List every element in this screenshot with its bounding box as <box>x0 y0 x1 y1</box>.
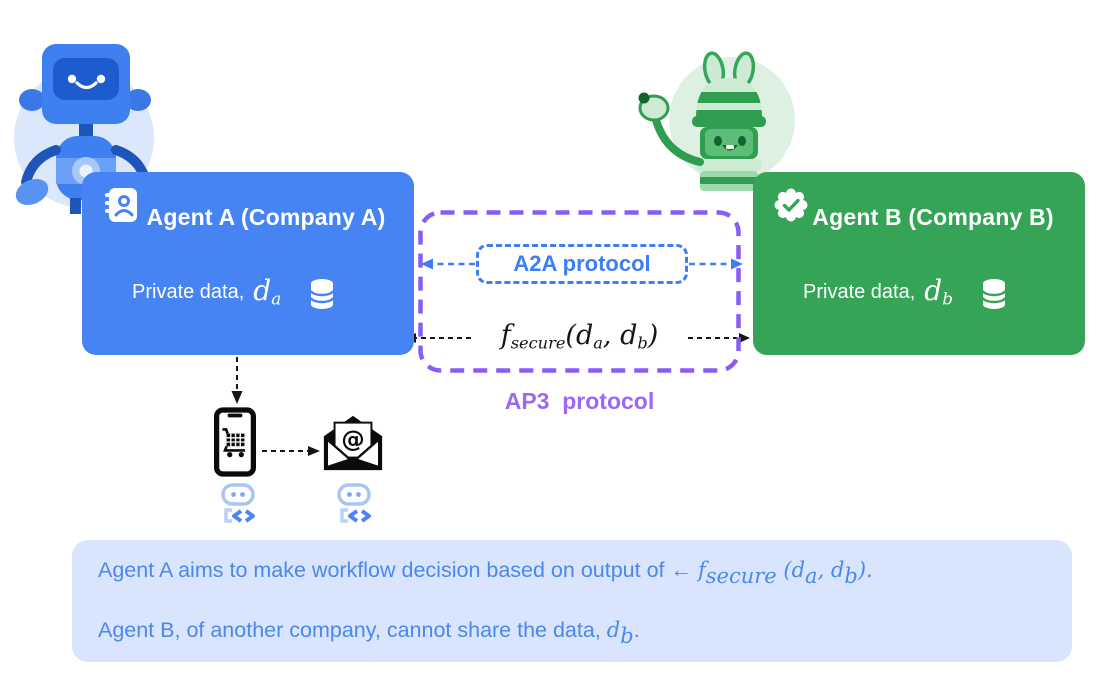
caption-line-1: Agent A aims to make workflow decision b… <box>98 558 873 588</box>
email-envelope-icon: @ <box>323 415 383 471</box>
database-icon <box>310 279 335 309</box>
a2a-protocol-label: A2A protocol <box>513 251 651 276</box>
caption-box: Agent A aims to make workflow decision b… <box>72 540 1072 662</box>
agent-b-private-data: Private data, db <box>803 274 1009 310</box>
smartphone-cart-icon <box>214 407 256 477</box>
ap3-protocol-label: AP3 protocol <box>504 388 655 414</box>
database-icon <box>981 279 1007 309</box>
chatbot-icon <box>337 483 371 523</box>
agent-a-title: Agent A (Company A) <box>146 204 386 230</box>
svg-text:@: @ <box>341 426 364 453</box>
private-data-variable: da <box>253 273 282 309</box>
agent-a-robot-mascot-icon <box>14 44 157 214</box>
agent-a-private-data: Private data, da <box>132 274 337 310</box>
contact-book-icon <box>105 188 137 222</box>
private-data-label: Private data, <box>803 280 916 303</box>
verified-badge-icon <box>774 188 808 222</box>
agent-b-card: Agent B (Company B) Private data, db <box>753 172 1085 355</box>
caption-line-2: Agent B, of another company, cannot shar… <box>98 618 640 648</box>
private-data-variable: db <box>924 273 953 309</box>
agent-b-title: Agent B (Company B) <box>812 204 1054 230</box>
fsecure-arrow-right-icon <box>688 333 750 343</box>
ap3-protocol-box <box>418 210 741 373</box>
a2a-protocol-box: A2A protocol <box>476 244 688 284</box>
chatbot-icon <box>221 483 255 523</box>
agent-b-rabbit-mascot-icon <box>638 51 795 191</box>
agent-a-card: Agent A (Company A) Private data, da <box>82 172 414 355</box>
arrow-right-dashed-icon <box>262 446 320 456</box>
secure-function-formula: fsecure(da, db) <box>500 320 659 353</box>
private-data-label: Private data, <box>132 280 245 303</box>
a2a-arrow-left-icon <box>421 258 475 270</box>
arrow-down-dashed-icon <box>231 357 243 404</box>
a2a-arrow-right-icon <box>689 258 743 270</box>
